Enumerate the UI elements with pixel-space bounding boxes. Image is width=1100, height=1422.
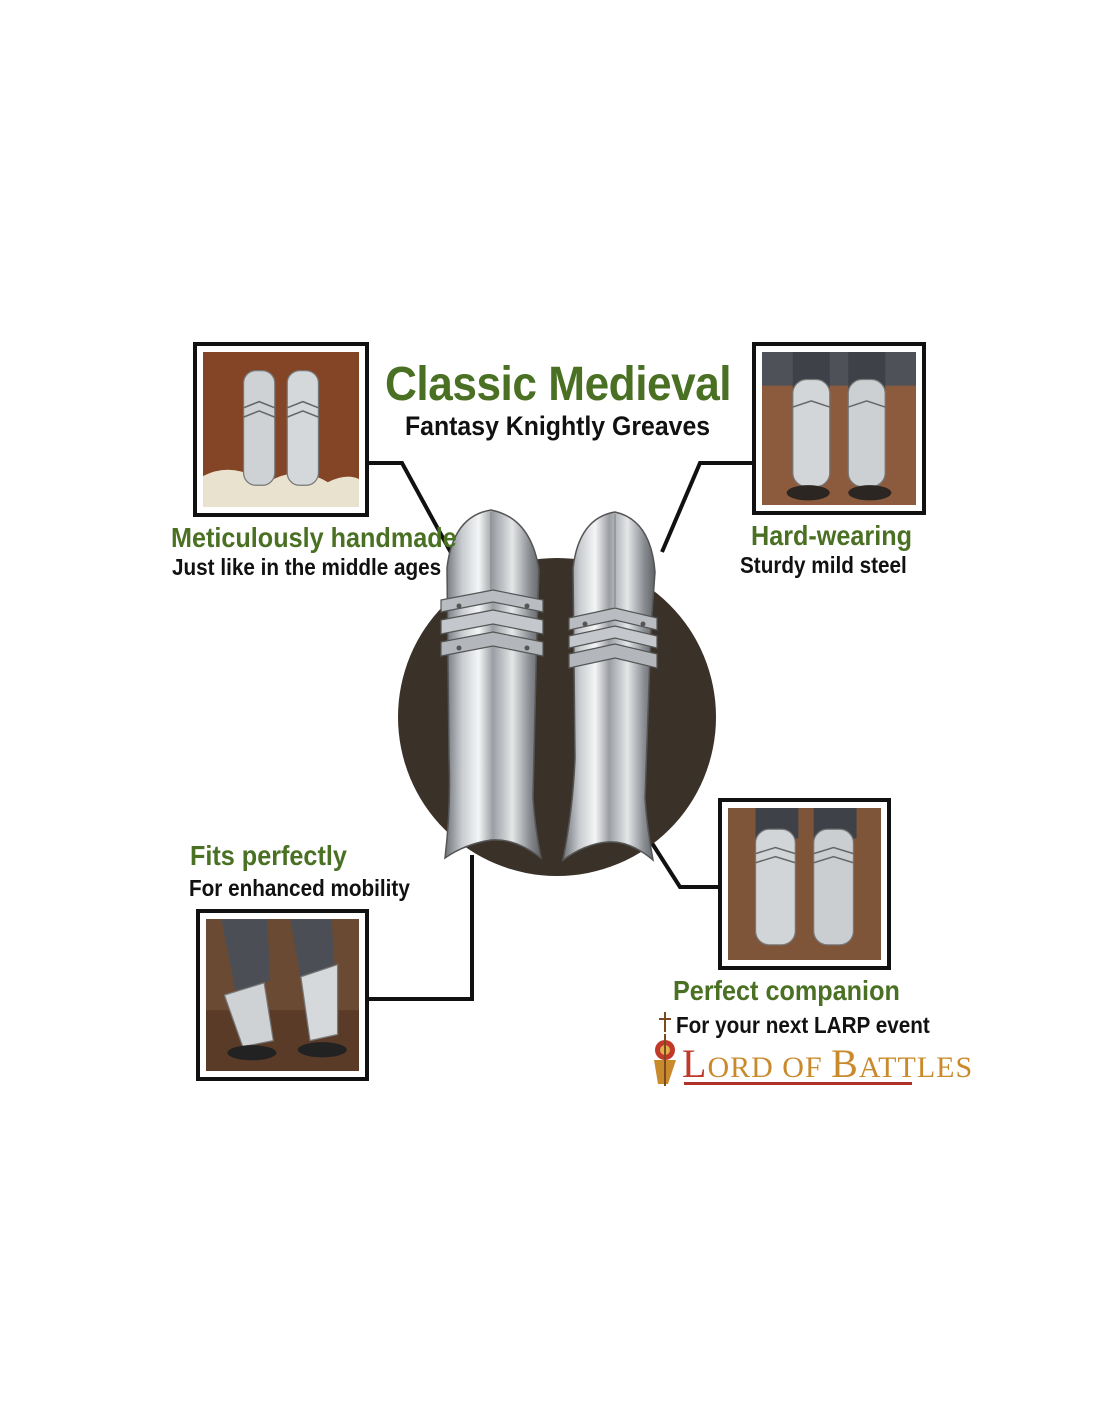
feature-subtitle-handmade: Just like in the middle ages [172, 554, 442, 580]
feature-subtitle-companion: For your next LARP event [676, 1012, 930, 1038]
feature-subtitle-hard-wearing: Sturdy mild steel [740, 552, 907, 578]
feature-title-fits: Fits perfectly [190, 840, 347, 871]
logo-initial-b: B [831, 1041, 859, 1086]
feature-title-hard-wearing: Hard-wearing [751, 520, 913, 551]
logo-part-1: ORD OF [707, 1051, 832, 1084]
brand-logo: LORD OF BATTLES [682, 1040, 973, 1087]
photo-greaves-on-fur [193, 342, 369, 517]
photo-greaves-worn-walking [196, 909, 369, 1081]
page-subtitle: Fantasy Knightly Greaves [405, 411, 711, 441]
logo-underline [684, 1082, 912, 1085]
logo-emblem-icon [646, 1034, 684, 1086]
photo-greaves-worn-side [718, 798, 891, 970]
feature-title-handmade: Meticulously handmade [171, 522, 457, 553]
logo-initial-l: L [682, 1041, 708, 1086]
photo-greaves-worn-front [752, 342, 926, 515]
page-title: Classic Medieval [385, 358, 732, 411]
greaves-product-image [440, 509, 658, 862]
feature-title-companion: Perfect companion [673, 975, 900, 1006]
sword-icon [657, 1012, 673, 1032]
feature-subtitle-fits: For enhanced mobility [189, 875, 410, 901]
logo-part-2: ATTLES [858, 1051, 974, 1084]
